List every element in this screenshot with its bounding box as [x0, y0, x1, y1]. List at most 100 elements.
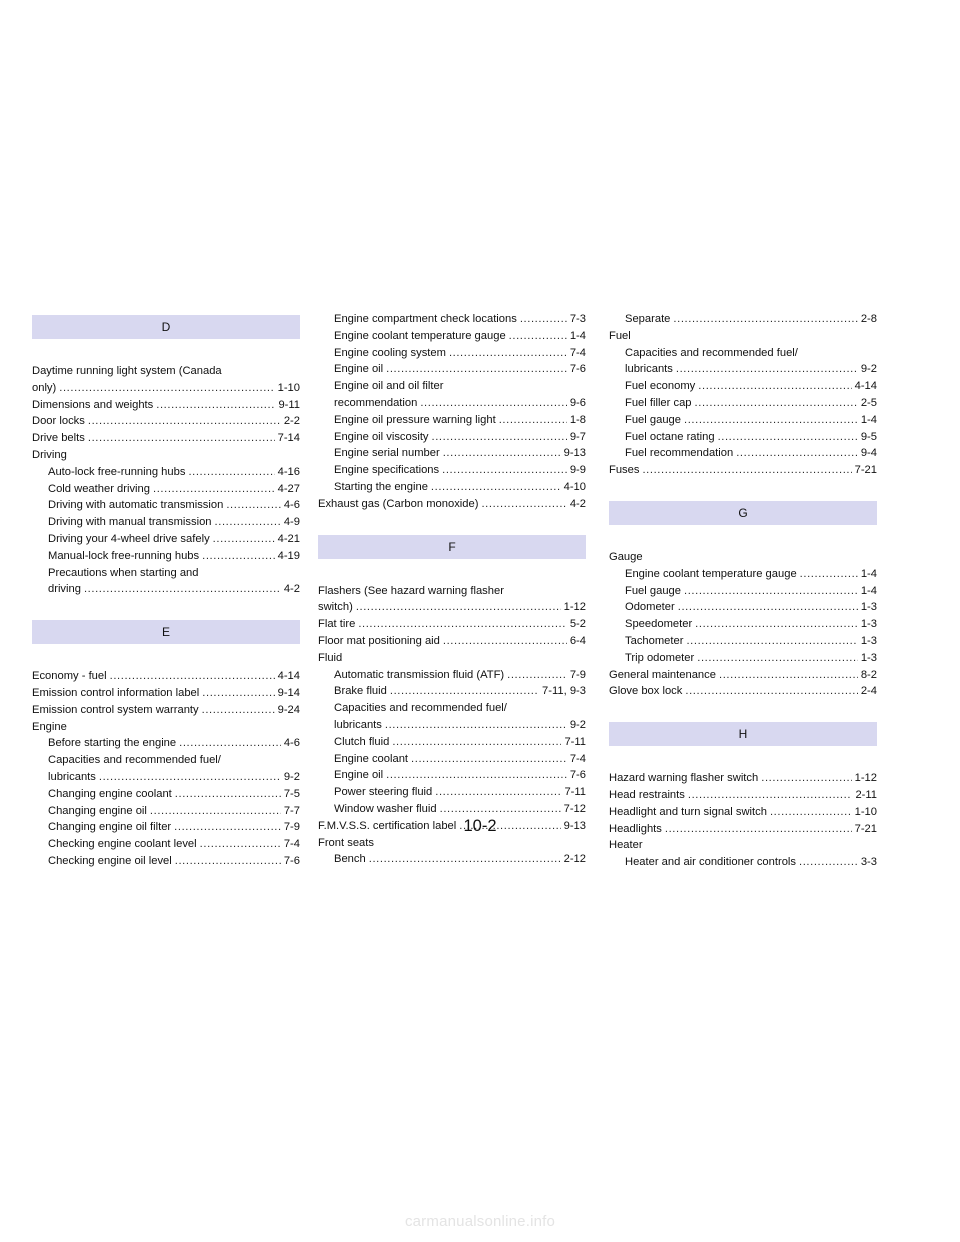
entry-line: Engine specifications...................…: [334, 462, 586, 479]
index-subentry: Engine oil pressure warning light.......…: [318, 412, 586, 429]
index-subentry: Engine cooling system...................…: [318, 345, 586, 362]
entry-text: Engine specifications: [334, 464, 440, 477]
entry-line: Changing engine coolant.................…: [48, 786, 300, 803]
section-letter-header: D: [32, 315, 300, 339]
entry-line: Floor mat positioning aid...............…: [318, 633, 586, 650]
dot-leader: ........................................…: [459, 819, 560, 832]
index-subentry: Fuel octane rating......................…: [609, 429, 877, 446]
index-subentry: Changing engine oil.....................…: [32, 803, 300, 820]
entry-text: Gauge: [609, 550, 643, 563]
dot-leader: ........................................…: [442, 464, 567, 477]
entry-line: Engine serial number....................…: [334, 445, 586, 462]
entry-page-ref: 9-6: [569, 396, 586, 409]
entry-text: Engine coolant: [334, 752, 409, 765]
dot-leader: ........................................…: [358, 618, 567, 631]
dot-leader: ........................................…: [389, 685, 539, 698]
entry-text: Trip odometer: [625, 651, 695, 664]
entry-text: Engine cooling system: [334, 346, 446, 359]
index-entry: F.M.V.S.S. certification label..........…: [318, 818, 586, 835]
entry-text: Precautions when starting and: [48, 566, 199, 579]
watermark: carmanualsonline.info: [404, 1213, 556, 1230]
index-subentry: Engine coolant temperature gauge........…: [318, 328, 586, 345]
dot-leader: ........................................…: [174, 787, 281, 800]
index-subentry: Manual-lock free-running hubs...........…: [32, 548, 300, 565]
entry-line: lubricants..............................…: [48, 769, 300, 786]
index-entry: Hazard warning flasher switch...........…: [609, 770, 877, 787]
entry-page-ref: 7-21: [854, 464, 877, 477]
entry-line: Front seats: [318, 835, 586, 852]
entry-text: Capacities and recommended fuel/: [48, 754, 221, 767]
entry-line: Speedometer.............................…: [625, 616, 877, 633]
dot-leader: ........................................…: [507, 668, 567, 681]
entry-text: Starting the engine: [334, 480, 428, 493]
entry-text: Exhaust gas (Carbon monoxide): [318, 497, 479, 510]
dot-leader: ........................................…: [442, 447, 561, 460]
index-subentry: Checking engine oil level...............…: [32, 853, 300, 870]
index-subentry: Automatic transmission fluid (ATF)......…: [318, 667, 586, 684]
index-entry: Glove box lock..........................…: [609, 683, 877, 700]
entry-page-ref: 5-2: [569, 618, 586, 631]
page-number: 10-2: [463, 817, 497, 835]
entry-text: only): [32, 381, 57, 394]
entry-text: Flat tire: [318, 618, 356, 631]
entry-line: Door locks..............................…: [32, 413, 300, 430]
entry-page-ref: 4-10: [563, 480, 586, 493]
dot-leader: ........................................…: [392, 735, 562, 748]
dot-leader: ........................................…: [683, 413, 858, 426]
index-subentry: Brake fluid.............................…: [318, 683, 586, 700]
entry-line: Daytime running light system (Canada: [32, 363, 300, 380]
dot-leader: ........................................…: [673, 313, 858, 325]
dot-leader: ........................................…: [87, 432, 275, 445]
entry-line: Flat tire...............................…: [318, 616, 586, 633]
dot-leader: ........................................…: [799, 856, 858, 869]
index-entry: Heater: [609, 837, 877, 854]
index-entry: Fluid: [318, 650, 586, 667]
entry-text: Engine serial number: [334, 447, 440, 460]
dot-leader: ........................................…: [448, 346, 567, 359]
entry-text: Brake fluid: [334, 685, 387, 698]
entry-text: Heater: [609, 839, 643, 852]
entry-text: Driving: [32, 448, 67, 461]
index-subentry: Cold weather driving....................…: [32, 481, 300, 498]
entry-text: Headlight and turn signal switch: [609, 805, 767, 818]
entry-page-ref: 1-10: [854, 805, 877, 818]
dot-leader: ........................................…: [149, 804, 281, 817]
entry-page-ref: 9-4: [860, 447, 877, 460]
entry-page-ref: 4-14: [854, 380, 877, 393]
dot-leader: ........................................…: [677, 601, 858, 614]
index-entry: Emission control system warranty........…: [32, 702, 300, 719]
dot-leader: ........................................…: [386, 363, 567, 376]
entry-page-ref: 7-11: [564, 786, 586, 799]
index-subentry: Heater and air conditioner controls.....…: [609, 854, 877, 871]
dot-leader: ........................................…: [481, 497, 567, 510]
entry-page-ref: 9-7: [569, 430, 586, 443]
index-subentry: Window washer fluid.....................…: [318, 801, 586, 818]
entry-page-ref: 4-2: [283, 583, 300, 596]
index-subentry: Engine compartment check locations......…: [318, 311, 586, 328]
index-subentry: Driving your 4-wheel drive safely.......…: [32, 531, 300, 548]
entry-text: Flashers (See hazard warning flasher: [318, 584, 504, 597]
index-entry: Headlights..............................…: [609, 821, 877, 838]
section-letter-header: G: [609, 500, 877, 525]
entry-page-ref: 2-5: [860, 396, 877, 409]
index-subentry: Clutch fluid............................…: [318, 734, 586, 751]
dot-leader: ........................................…: [152, 482, 275, 495]
dot-leader: ........................................…: [799, 567, 858, 580]
dot-leader: ........................................…: [642, 464, 851, 477]
entry-line: lubricants..............................…: [334, 717, 586, 734]
entry-page-ref: 7-14: [277, 432, 300, 445]
index-subentry: Engine coolant..........................…: [318, 751, 586, 768]
entry-page-ref: 1-12: [854, 772, 877, 785]
entry-line: Brake fluid.............................…: [334, 683, 586, 700]
dot-leader: ........................................…: [109, 670, 275, 683]
index-entry: Gauge: [609, 549, 877, 566]
entry-text: Engine coolant temperature gauge: [334, 329, 506, 342]
entry-text: Head restraints: [609, 788, 685, 801]
entry-line: Changing engine oil filter..............…: [48, 819, 300, 836]
entry-page-ref: 9-13: [563, 447, 586, 460]
dot-leader: ........................................…: [686, 634, 858, 647]
dot-leader: ........................................…: [761, 772, 852, 785]
entry-line: Emission control system warranty........…: [32, 702, 300, 719]
entry-line: Exhaust gas (Carbon monoxide)...........…: [318, 496, 586, 513]
